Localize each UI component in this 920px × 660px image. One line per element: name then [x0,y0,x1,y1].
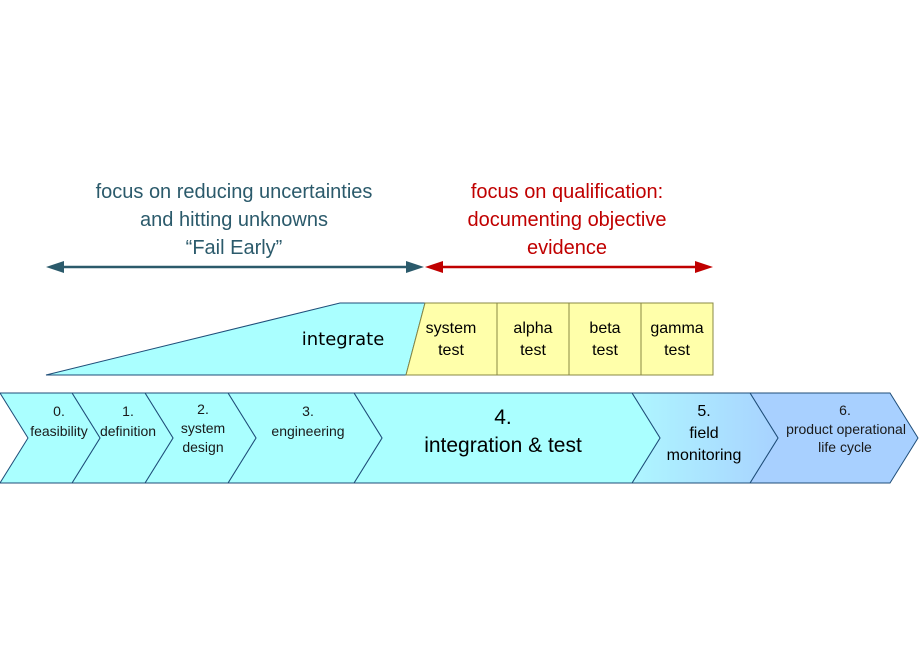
focus-left-line-3: “Fail Early” [186,237,283,259]
phase-2-line-1: system [181,420,225,436]
phase-3-number: 3. [302,403,314,419]
qualification-arrow [425,261,713,273]
test-system-line-2: test [438,342,464,359]
phase-6-line-1: product operational [786,421,906,437]
phase-6: 6. product operational life cycle [749,392,919,484]
phase-4-number: 4. [494,406,512,429]
phase-0-number: 0. [53,403,65,419]
phase-3-line-1: engineering [271,423,344,439]
test-gamma-line-2: test [664,342,690,359]
phase-5-number: 5. [697,403,710,420]
phase-2: 2. system design [144,392,257,484]
phase-6-number: 6. [839,402,851,418]
focus-right-line-1: focus on qualification: [471,181,663,203]
uncertainty-arrow [46,261,424,273]
focus-left-line-1: focus on reducing uncertainties [96,181,373,203]
phase-5: 5. field monitoring [631,392,779,484]
test-beta-line-2: test [592,342,618,359]
phase-2-number: 2. [197,401,209,417]
phase-1-line-1: definition [100,423,156,439]
phase-4: 4. integration & test [353,392,661,484]
test-system-line-1: system [426,320,477,337]
phase-2-line-2: design [182,439,223,455]
test-gamma-line-1: gamma [650,320,703,337]
test-alpha-line-1: alpha [513,320,552,337]
focus-right-line-2: documenting objective [467,209,666,231]
focus-right-line-3: evidence [527,237,607,259]
phase-0-line-1: feasibility [30,423,88,439]
phase-5-line-2: monitoring [667,447,742,464]
phase-5-line-1: field [689,425,718,442]
integrate-label: integrate [302,329,385,350]
phase-1-number: 1. [122,403,134,419]
phase-4-line-1: integration & test [424,434,582,457]
phase-0: 0. feasibility [0,392,101,484]
phase-1: 1. definition [71,392,174,484]
test-alpha-line-2: test [520,342,546,359]
phase-6-line-2: life cycle [818,439,872,455]
test-system: system test [405,302,498,376]
focus-left-line-2: and hitting unknowns [140,209,328,231]
test-alpha: alpha test [496,302,570,376]
test-beta-line-1: beta [589,320,620,337]
test-beta: beta test [568,302,642,376]
test-gamma: gamma test [640,302,714,376]
